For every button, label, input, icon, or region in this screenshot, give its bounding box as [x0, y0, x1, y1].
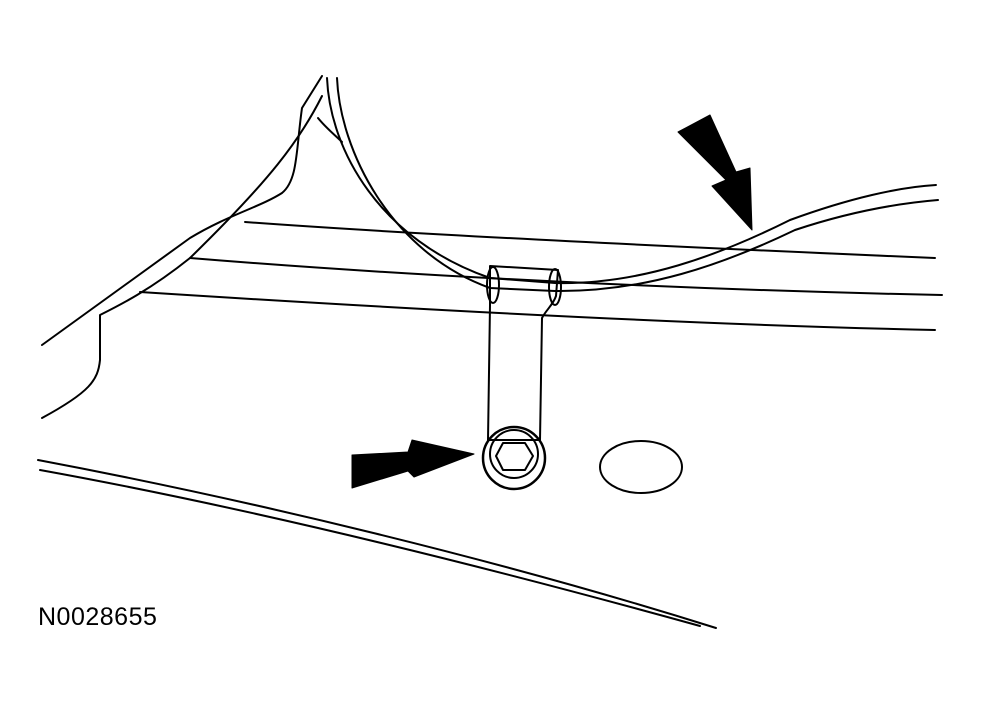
- arrow-line-pointer: [677, 114, 753, 231]
- bracket-body: [487, 265, 559, 441]
- clip-ring-left: [486, 266, 500, 304]
- rail-edge-outer: [37, 459, 717, 629]
- clip-ring-right: [548, 268, 562, 306]
- figure-id-label: N0028655: [38, 603, 158, 631]
- brake-line-outer: [326, 77, 937, 285]
- panel-upper-edge: [41, 75, 323, 346]
- brake-line-inner: [336, 77, 939, 293]
- bolt-icon: [481, 425, 547, 491]
- lower-frame-rail: [37, 459, 717, 629]
- body-panel: [41, 75, 343, 419]
- rail-edge-inner: [39, 469, 701, 627]
- frame-ribs: [139, 221, 943, 331]
- arrow-icon: [351, 114, 753, 489]
- brake-line: [326, 77, 939, 293]
- access-hole: [599, 440, 683, 494]
- rib-line-3: [139, 291, 936, 331]
- panel-crease: [41, 95, 323, 419]
- arrow-bolt-pointer: [351, 439, 475, 489]
- retaining-bracket: [486, 265, 562, 441]
- rib-line-1: [244, 221, 936, 259]
- rib-line-2: [189, 257, 943, 296]
- panel-tab: [317, 117, 343, 143]
